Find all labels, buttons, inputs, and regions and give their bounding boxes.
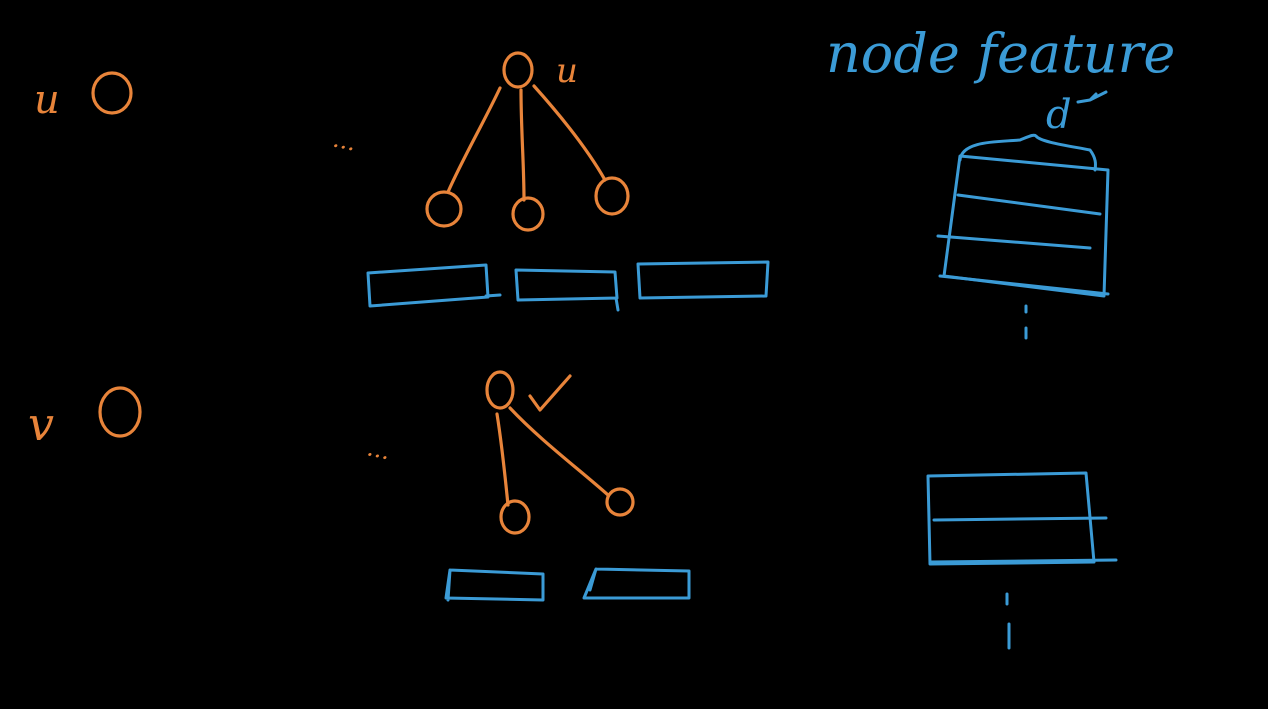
tree-u-root-label: u <box>556 51 578 91</box>
tree-u-bar-1 <box>366 263 502 308</box>
feature-matrix-bottom-row-2 <box>928 558 1118 564</box>
tree-u-child-node-3 <box>594 176 630 216</box>
tree-v-child-node-1 <box>499 499 531 535</box>
feature-matrix-bottom <box>926 471 1118 650</box>
node-feature-title: node feature <box>826 22 1175 85</box>
tree-u-feature-bars <box>366 260 770 312</box>
tree-u-edge-left <box>446 86 502 194</box>
tree-u-root-node <box>502 51 534 89</box>
tree-v-feature-bars <box>444 567 691 602</box>
tree-v-root-node <box>485 370 515 410</box>
node-v-left-circle <box>98 386 142 438</box>
tree-u-child-node-1 <box>425 190 463 228</box>
feature-matrix-bottom-box <box>926 471 1096 566</box>
feature-dim-brace <box>958 133 1097 172</box>
feature-matrix-top-row-1 <box>956 193 1102 216</box>
tree-v-root-label <box>528 374 572 412</box>
tree-v-bar-1 <box>444 568 545 602</box>
feature-dim-label: d <box>1046 92 1072 138</box>
tree-u-child-node-2 <box>511 196 545 232</box>
tree-u-bar-3 <box>636 260 770 300</box>
tree-u-edge-right <box>532 84 607 182</box>
section-node-v: v ... <box>28 370 1118 650</box>
ellipsis-bottom: ... <box>365 433 393 465</box>
feature-matrix-top-box <box>942 154 1110 298</box>
tree-u: u <box>425 51 630 232</box>
tree-v-edge-right <box>508 406 610 497</box>
tree-v <box>485 370 635 535</box>
feature-matrix-top-row-2 <box>936 234 1092 250</box>
tree-u-edge-middle <box>519 88 526 202</box>
tree-v-child-node-2 <box>605 487 635 517</box>
feature-matrix-top: node feature d <box>826 22 1175 340</box>
feature-matrix-bottom-row-1 <box>932 516 1108 522</box>
section-node-u: u ... u node feature d <box>34 22 1175 340</box>
node-u-left-circle <box>91 71 133 115</box>
feature-matrix-bottom-continuation <box>1005 592 1011 650</box>
node-v-left-label: v <box>28 397 54 451</box>
tree-v-bar-2 <box>582 567 691 600</box>
feature-dim-tick-icon <box>1076 90 1108 104</box>
feature-matrix-top-row-3 <box>938 274 1110 296</box>
ellipsis-top: ... <box>331 125 359 157</box>
tree-u-bar-2 <box>514 268 620 312</box>
node-u-left-label: u <box>34 77 60 123</box>
tree-v-edge-left <box>495 412 510 507</box>
